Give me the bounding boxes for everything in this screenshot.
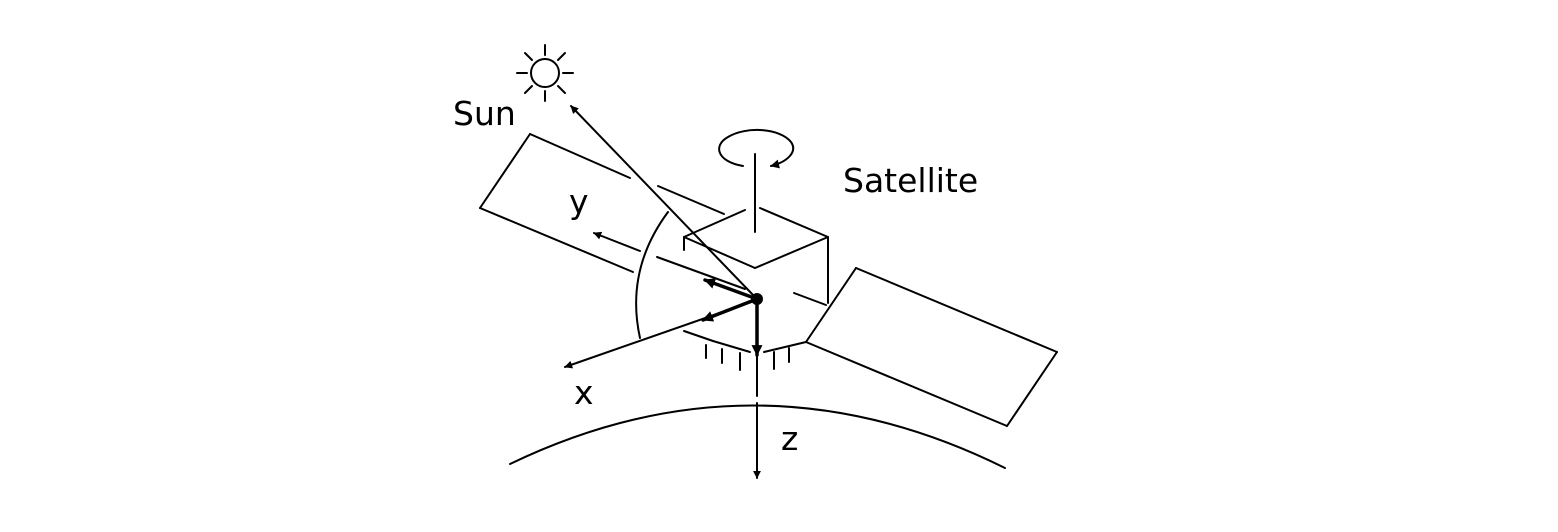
x-axis-label: x <box>574 373 594 412</box>
z-axis-label: z <box>781 419 798 458</box>
sun-label: Sun <box>453 94 516 133</box>
sun-angle-arc <box>635 211 669 339</box>
satellite-label: Satellite <box>843 161 978 200</box>
center-of-mass-dot <box>751 293 763 305</box>
y-axis-label: y <box>569 182 589 221</box>
left-solar-panel <box>479 133 725 273</box>
sun-icon <box>516 44 574 102</box>
right-solar-panel <box>793 267 1058 427</box>
rotation-arrow-icon <box>718 128 795 169</box>
y-axis-arrow <box>593 231 746 290</box>
sun-vector-arrow <box>570 105 755 297</box>
body-frame-vectors <box>701 278 763 357</box>
